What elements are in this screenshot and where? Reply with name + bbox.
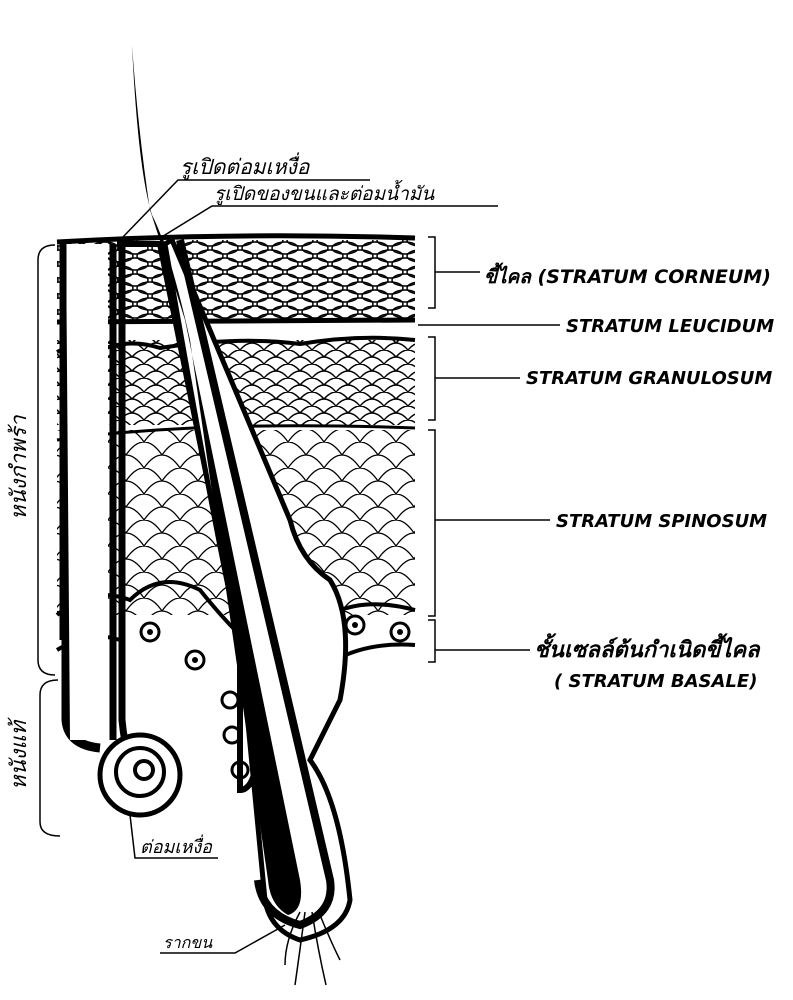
epidermis-label: หนังกำพร้า	[7, 415, 32, 520]
hair-pore-leader	[159, 205, 498, 239]
stratum-spinosum-label: STRATUM SPINOSUM	[556, 511, 767, 532]
layer-brackets	[418, 236, 560, 663]
stratum-basale-thai-label: ชั้นเซลล์ต้นกำเนิดขี้ไคล	[534, 633, 761, 663]
sweat-pore-label: รูเปิดต่อมเหงื่อ	[180, 152, 311, 180]
dermis-bracket	[39, 679, 61, 837]
dermis-label: หนังแท้	[7, 717, 32, 790]
hair-shaft	[132, 45, 302, 915]
hair-root-label: รากขน	[163, 933, 213, 952]
stratum-leucidum-label: STRATUM LEUCIDUM	[566, 316, 774, 337]
epidermis-bracket	[37, 244, 56, 676]
hair-root-fibers	[284, 909, 341, 986]
sweat-gland-leader	[129, 814, 218, 859]
stratum-corneum-layer	[56, 233, 416, 325]
sweat-pore-leader	[121, 179, 370, 239]
hair-oil-pore-label: รูเปิดของขนและต่อมน้ำมัน	[214, 179, 435, 205]
sweat-gland-coil	[97, 732, 183, 818]
stratum-granulosum-label: STRATUM GRANULOSUM	[526, 368, 772, 389]
stratum-corneum-label: ขี้ไคล (STRATUM CORNEUM)	[484, 262, 771, 288]
hair-root-leader	[160, 924, 286, 954]
sweat-gland-label: ต่อมเหงื่อ	[140, 834, 213, 858]
stratum-basale-label: ( STRATUM BASALE)	[554, 671, 757, 692]
hair-follicle	[132, 45, 353, 986]
